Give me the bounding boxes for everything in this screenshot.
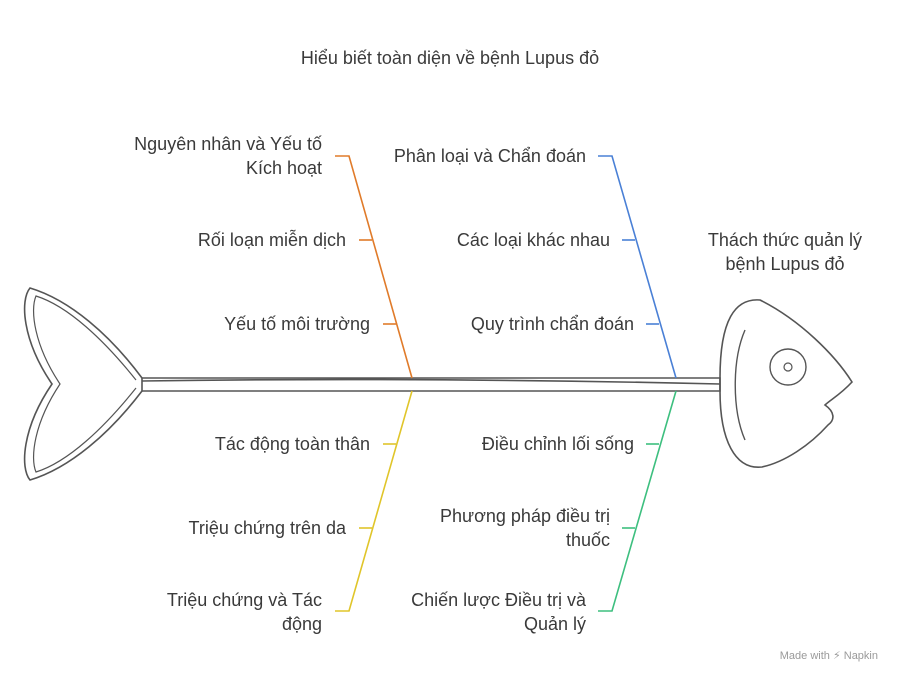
- gill-line: [734, 329, 746, 441]
- fish-spine: [141, 377, 721, 392]
- bone-upper-left: [335, 155, 413, 379]
- cause-label: Phương pháp điều trị thuốc: [440, 506, 610, 550]
- diagram-title: Hiểu biết toàn diện về bệnh Lupus đỏ: [300, 48, 600, 68]
- credit-brand: Napkin: [843, 650, 878, 662]
- cause-label: Các loại khác nhau: [456, 230, 610, 250]
- bone-upper-right: [598, 155, 677, 379]
- cause-label: Điều chỉnh lối sống: [481, 434, 634, 454]
- category-label-lower-left: Triệu chứng và Tác động: [166, 590, 322, 634]
- head-label: Thách thức quản lý bệnh Lupus đỏ: [707, 230, 863, 274]
- napkin-logo-icon: ⚡: [832, 650, 841, 662]
- cause-label: Triệu chứng trên da: [188, 518, 346, 538]
- category-label-upper-left: Nguyên nhân và Yếu tố Kích hoạt: [134, 134, 322, 178]
- bone-lower-right: [598, 390, 677, 612]
- cause-label: Rối loạn miễn dịch: [197, 230, 346, 250]
- category-label-upper-right: Phân loại và Chẩn đoán: [393, 146, 586, 166]
- bone-lower-left: [335, 390, 413, 612]
- napkin-credit[interactable]: Made with ⚡ Napkin: [780, 649, 878, 662]
- fish-eye: [769, 348, 807, 386]
- category-label-lower-right: Chiến lược Điều trị và Quản lý: [411, 590, 586, 634]
- fish-head: [719, 299, 854, 468]
- cause-label: Yếu tố môi trường: [224, 314, 370, 334]
- cause-label: Tác động toàn thân: [214, 434, 370, 454]
- cause-label: Quy trình chẩn đoán: [470, 314, 634, 334]
- fish-tail: [23, 287, 143, 481]
- credit-prefix: Made with: [779, 650, 830, 662]
